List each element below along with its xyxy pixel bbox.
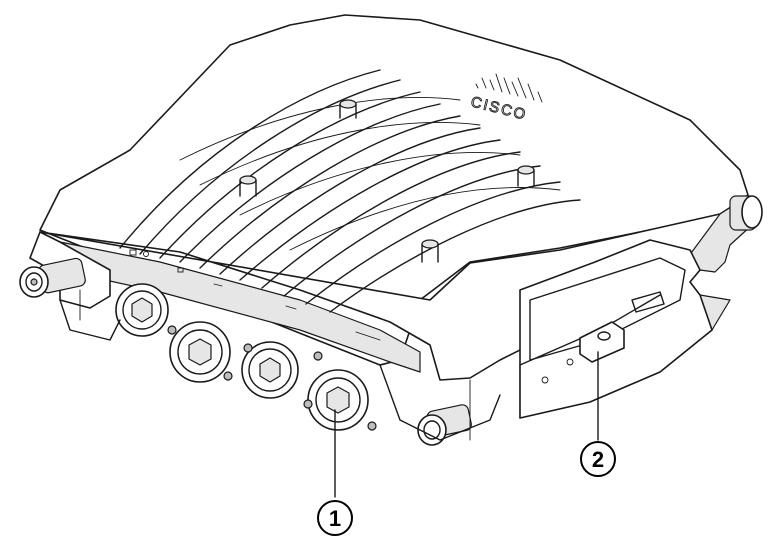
housing [29, 14, 753, 419]
underside [59, 289, 501, 441]
antenna-connector-left [19, 257, 86, 298]
callout-2: 2 [580, 351, 616, 477]
callout-1-label: 1 [329, 506, 341, 531]
heat-sink-fins [119, 69, 581, 313]
mounting-bosses [239, 99, 535, 263]
port-plug-2 [167, 321, 233, 383]
antenna-connector-right-front [417, 404, 472, 446]
callout-1: 1 [317, 409, 353, 536]
callout-2-label: 2 [592, 447, 604, 472]
port-plug-1 [115, 283, 169, 337]
port-plug-3 [241, 341, 323, 399]
port-markings [129, 249, 381, 341]
mounting-bracket [541, 291, 665, 384]
antenna-connector-right-side [729, 195, 763, 231]
port-plug-4 [303, 369, 377, 431]
logo-bars [475, 73, 543, 103]
